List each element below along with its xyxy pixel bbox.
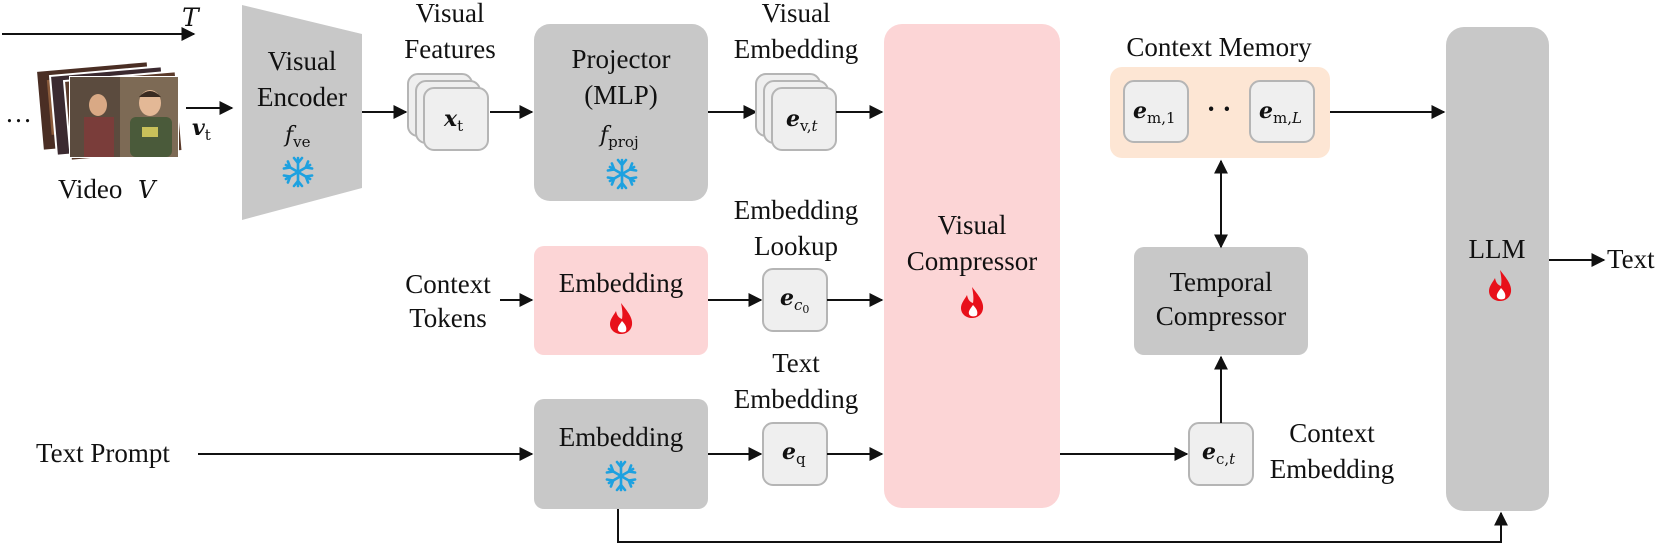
video-frame-front (69, 76, 179, 158)
arrow-text-embedding-to-llm (617, 509, 1508, 543)
visual-features-title-2: Features (404, 34, 495, 64)
frames-ellipsis: … (5, 98, 32, 128)
visual-encoder-label-1: Visual (268, 46, 337, 76)
visual-embedding-title-1: Visual (762, 0, 831, 28)
context-tokens-label-2: Tokens (409, 303, 487, 333)
video-frames-stack (34, 60, 184, 162)
visual-embedding-title-2: Embedding (734, 34, 858, 64)
visual-features-variable: xt (443, 106, 463, 135)
context-tokens-label-1: Context (405, 269, 491, 299)
visual-encoder-label-2: Encoder (257, 82, 347, 112)
text-embedding-variable: eq (782, 439, 806, 468)
context-embedding-block: Embedding (534, 246, 708, 355)
output-text-label: Text (1607, 244, 1655, 274)
memory-dots: · · (1207, 94, 1232, 124)
time-axis: T (2, 3, 201, 41)
visual-encoder-block: Visual Encoder fve (242, 5, 362, 220)
text-prompt-label: Text Prompt (36, 438, 170, 468)
llm-label: LLM (1469, 234, 1526, 264)
context-embedding-block-label: Embedding (559, 268, 683, 298)
text-embedding-block: Embedding (534, 399, 708, 509)
text-embedding-block-label: Embedding (559, 422, 683, 452)
context-token-variable: ec0 (780, 285, 809, 316)
llm-block: LLM (1446, 27, 1549, 511)
context-embedding-variable: ec,t (1202, 439, 1236, 468)
visual-features-title-1: Visual (416, 0, 485, 28)
video-variable: V (138, 176, 158, 204)
visual-embedding-variable: ev,t (786, 106, 818, 135)
context-token-embedding: ec0 (762, 268, 828, 332)
memory-slot-first-variable: em,1 (1133, 98, 1176, 127)
frame-variable: vt (192, 115, 211, 144)
visual-compressor-block: Visual Compressor (884, 24, 1060, 508)
context-embedding-title-2: Embedding (1270, 454, 1394, 484)
video-label: Video (58, 174, 122, 204)
visual-embedding-token-stack: ev,t (755, 73, 837, 151)
memory-slot-last-variable: em,L (1259, 98, 1302, 127)
text-embedding-title-1: Text (772, 348, 820, 378)
text-embedding-token: eq (762, 422, 828, 486)
context-memory-title: Context Memory (1126, 32, 1312, 62)
time-symbol: T (182, 3, 201, 32)
projector-label-2: (MLP) (584, 80, 658, 110)
context-embedding-token: ec,t (1188, 422, 1254, 486)
visual-features-token-stack: xt (407, 73, 489, 151)
context-memory-block: em,1 · · em,L (1110, 67, 1330, 158)
visual-compressor-label-1: Visual (938, 210, 1007, 240)
embedding-lookup-title-2: Lookup (754, 231, 838, 261)
projector-block: Projector (MLP) fproj (534, 24, 708, 201)
temporal-compressor-label-1: Temporal (1169, 267, 1272, 297)
temporal-compressor-block: Temporal Compressor (1134, 247, 1308, 355)
context-embedding-title-1: Context (1289, 418, 1375, 448)
text-embedding-title-2: Embedding (734, 384, 858, 414)
memory-slot-last (1249, 80, 1315, 143)
embedding-lookup-title-1: Embedding (734, 195, 858, 225)
memory-slot-first (1123, 80, 1189, 143)
temporal-compressor-label-2: Compressor (1156, 301, 1287, 331)
visual-compressor-label-2: Compressor (907, 246, 1038, 276)
projector-label-1: Projector (572, 44, 671, 74)
